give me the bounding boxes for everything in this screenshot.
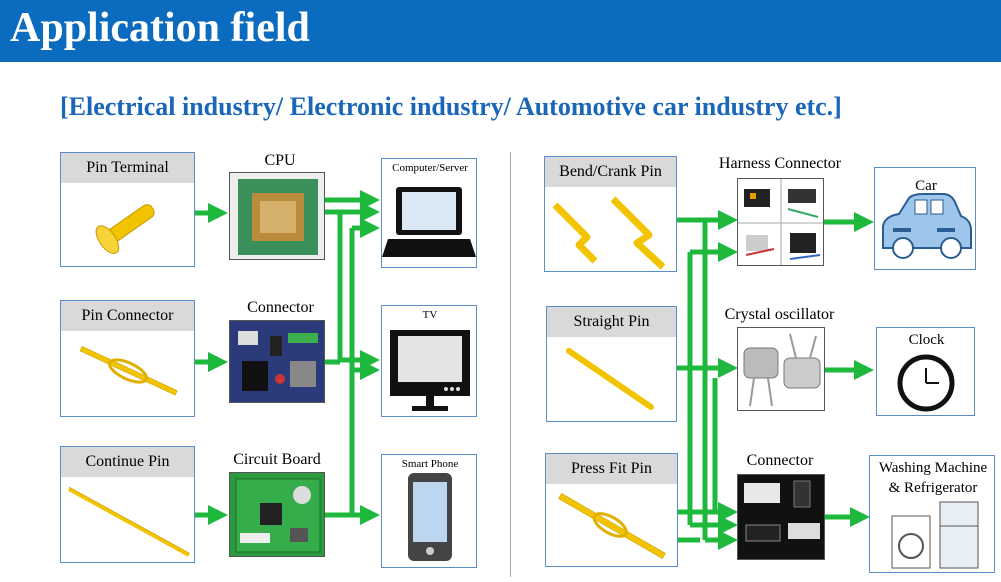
clock-icon bbox=[897, 354, 955, 412]
connector-image-right bbox=[737, 474, 825, 560]
crystal-oscillator-image bbox=[737, 327, 825, 411]
computer-server-label: Computer/Server bbox=[392, 162, 468, 174]
straight-pin-image bbox=[566, 348, 654, 410]
circuit-board-image bbox=[229, 472, 325, 557]
harness-connector-image bbox=[737, 178, 824, 266]
computer-server-box: Computer/Server bbox=[381, 158, 477, 268]
press-fit-pin-box: Press Fit Pin bbox=[545, 453, 678, 567]
bend-crank-pin-box: Bend/Crank Pin bbox=[544, 156, 677, 272]
straight-pin-label: Straight Pin bbox=[547, 307, 676, 337]
pin-terminal-box: Pin Terminal bbox=[60, 152, 195, 267]
pin-terminal-label: Pin Terminal bbox=[61, 153, 194, 183]
page-title: Application field bbox=[10, 5, 310, 51]
washing-machine-box: Washing Machine & Refrigerator bbox=[869, 455, 995, 573]
harness-connector-label: Harness Connector bbox=[718, 155, 842, 172]
header-bar: Application field bbox=[0, 0, 1001, 62]
pin-connector-image bbox=[79, 345, 178, 396]
connector-label-right: Connector bbox=[746, 452, 814, 469]
pin-connector-box: Pin Connector bbox=[60, 300, 195, 417]
connector-image-left bbox=[229, 320, 325, 403]
crystal-oscillator-label: Crystal oscillator bbox=[724, 306, 835, 323]
bend-crank-pin-image bbox=[552, 196, 666, 270]
washing-machine-label: Washing Machine bbox=[878, 460, 988, 476]
appliances-icon bbox=[891, 501, 979, 569]
tv-label: TV bbox=[422, 309, 438, 321]
pin-terminal-image bbox=[95, 204, 155, 255]
press-fit-pin-image bbox=[558, 493, 666, 559]
smartphone-icon bbox=[408, 473, 452, 561]
connector-label-left: Connector bbox=[247, 299, 314, 316]
section-divider bbox=[510, 152, 511, 577]
smart-phone-label: Smart Phone bbox=[401, 458, 459, 470]
pin-connector-label: Pin Connector bbox=[61, 301, 194, 331]
cpu-image bbox=[229, 172, 325, 260]
continue-pin-image bbox=[68, 486, 190, 557]
car-box: Car bbox=[874, 167, 976, 270]
tv-icon bbox=[390, 330, 470, 411]
clock-label: Clock bbox=[908, 332, 945, 348]
circuit-board-label: Circuit Board bbox=[233, 451, 321, 468]
laptop-icon bbox=[382, 187, 476, 257]
straight-pin-box: Straight Pin bbox=[546, 306, 677, 422]
tv-box: TV bbox=[381, 305, 477, 417]
car-icon bbox=[882, 193, 972, 259]
cpu-label: CPU bbox=[264, 152, 296, 169]
clock-box: Clock bbox=[876, 327, 975, 416]
bend-crank-pin-label: Bend/Crank Pin bbox=[545, 157, 676, 187]
continue-pin-label: Continue Pin bbox=[61, 447, 194, 477]
continue-pin-box: Continue Pin bbox=[60, 446, 195, 563]
refrigerator-label: & Refrigerator bbox=[888, 480, 978, 496]
smart-phone-box: Smart Phone bbox=[381, 454, 477, 568]
car-label: Car bbox=[915, 178, 937, 194]
subtitle: [Electrical industry/ Electronic industr… bbox=[60, 92, 842, 121]
press-fit-pin-label: Press Fit Pin bbox=[546, 454, 677, 484]
